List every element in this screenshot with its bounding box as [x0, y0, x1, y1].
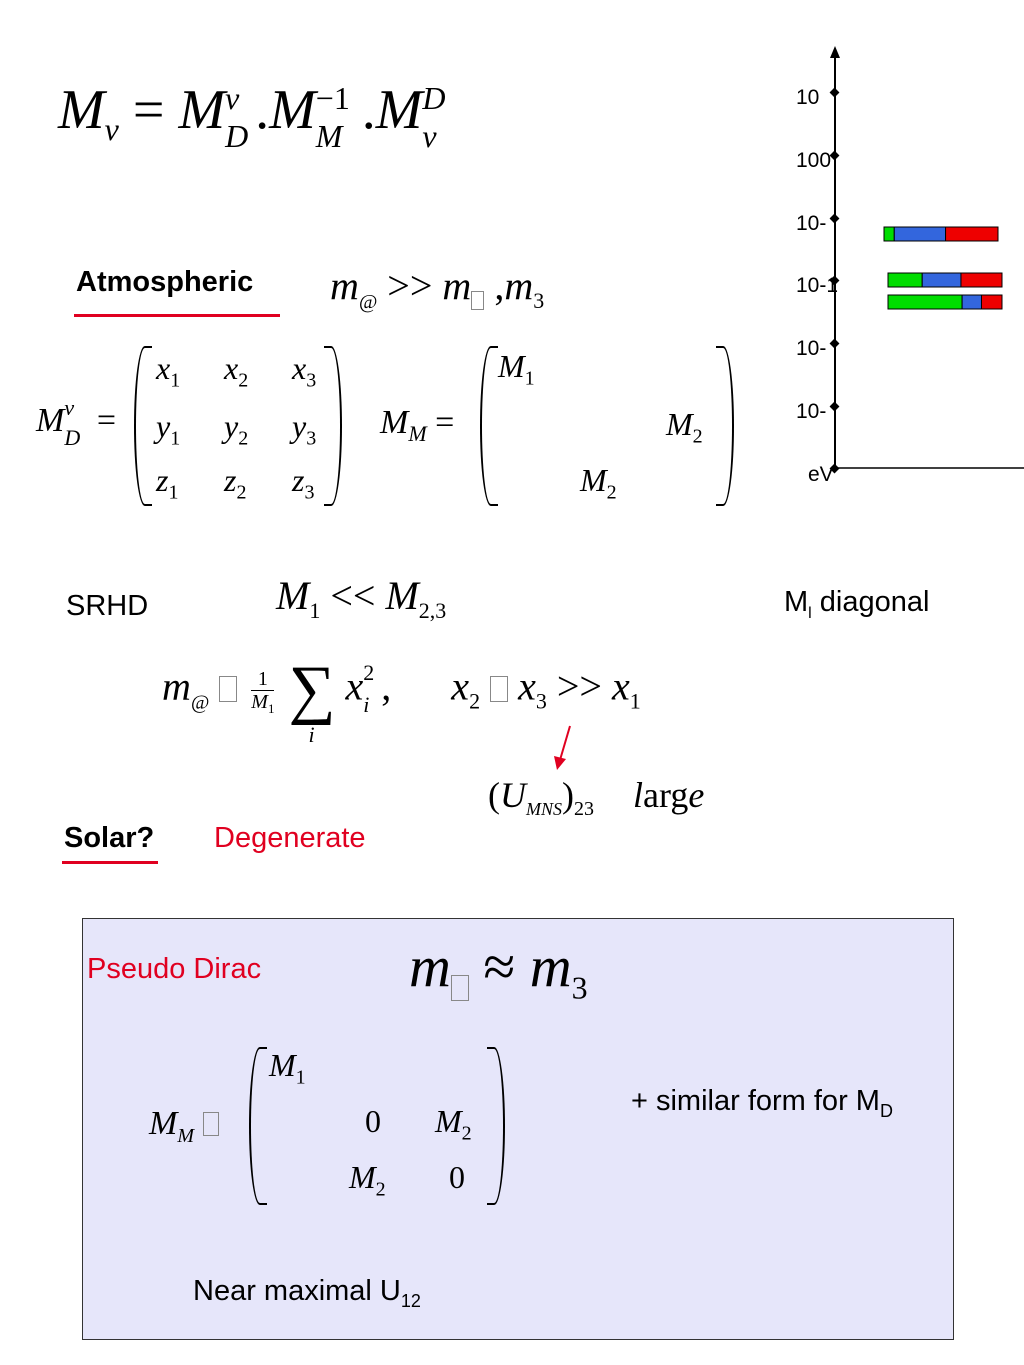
similar-form-text: + similar form for MD	[631, 1085, 893, 1121]
mass-bar-segment	[887, 272, 923, 288]
matrix-mm-label: MM =	[380, 404, 455, 446]
umns-large: (UMNS)23 large	[488, 775, 705, 821]
solar-underline	[62, 861, 158, 864]
tick-label: 10-	[796, 400, 827, 423]
mass-bar-segment	[960, 272, 1003, 288]
solar-label: Solar?	[64, 822, 155, 854]
mass-scale-axis	[829, 46, 1024, 474]
atmospheric-relation: m@ >> m ,m3	[330, 263, 545, 313]
matrix-md: x1 x2 x3 y1 y2 y3 z1 z2 z3	[134, 346, 342, 506]
srhd-relation: M1 << M2,3	[276, 573, 447, 623]
mass-bar-segment	[921, 272, 962, 288]
box-matrix: M1 0 M2 M2 0	[249, 1047, 505, 1205]
pseudo-dirac-relation: m ≈ m3	[409, 934, 588, 1006]
pseudo-dirac-label: Pseudo Dirac	[87, 953, 262, 985]
tick-label: 10-	[796, 212, 827, 235]
matrix-mm: M1 M2 M2	[480, 346, 734, 506]
atmospheric-underline	[74, 314, 280, 317]
mass-bar-segment	[945, 226, 999, 242]
mass-bar-segment	[883, 226, 895, 242]
box-matrix-label: MM	[149, 1105, 219, 1146]
tick-label: 10	[796, 86, 820, 109]
degenerate-label: Degenerate	[214, 822, 366, 854]
near-maximal-text: Near maximal U12	[193, 1275, 421, 1311]
red-arrow	[554, 725, 571, 770]
mass-bar-segment	[893, 226, 947, 242]
tick-label: 10-	[796, 337, 827, 360]
srhd-label: SRHD	[66, 590, 149, 622]
pseudo-dirac-box: Pseudo Dirac m ≈ m3 MM M1 0 M2 M2 0 + si…	[82, 918, 954, 1340]
ml-diagonal: Ml diagonal	[784, 586, 930, 622]
atmospheric-label: Atmospheric	[76, 266, 254, 298]
tick-label: 100	[796, 149, 832, 172]
mass-bar-segment	[961, 294, 982, 310]
mass-bar-segment	[887, 294, 963, 310]
axis-diamonds	[829, 87, 840, 474]
axis-unit-label: eV	[808, 463, 834, 486]
tick-label: 10-1	[796, 274, 839, 297]
mass-bar-segment	[980, 294, 1003, 310]
